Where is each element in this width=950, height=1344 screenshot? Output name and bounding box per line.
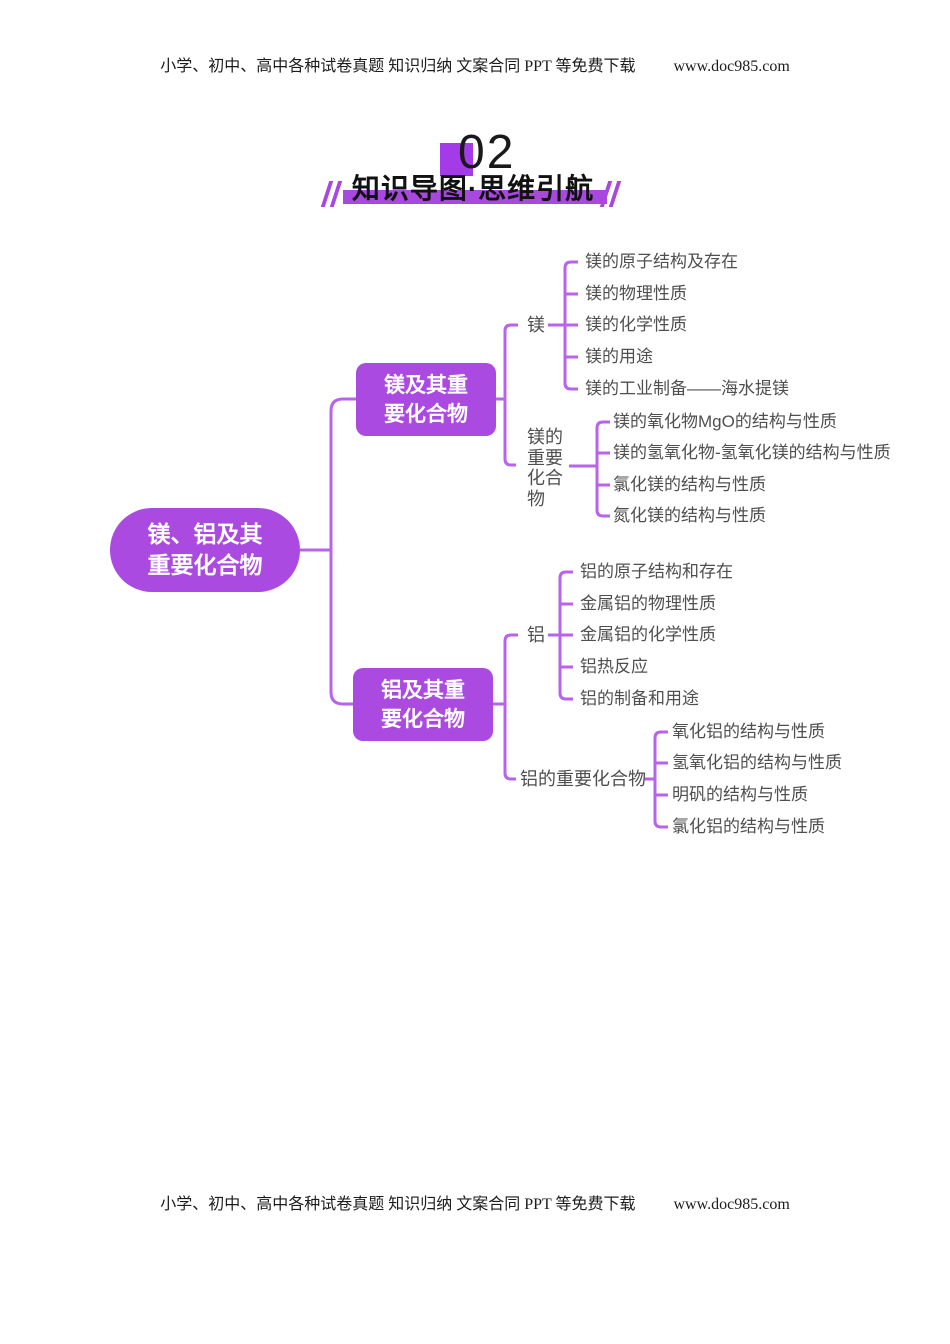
leaf-node: 铝热反应: [580, 657, 648, 676]
branch-node-label: 铝及其重要化合物: [381, 678, 465, 731]
subbranch-label-mg: 镁: [527, 315, 545, 335]
leaf-node: 氯化镁的结构与性质: [613, 475, 766, 494]
leaf-node: 镁的用途: [585, 347, 653, 366]
mindmap-root-node: 镁、铝及其重要化合物: [110, 508, 300, 592]
branch-node-label: 镁及其重要化合物: [384, 373, 468, 426]
leaf-node: 镁的原子结构及存在: [585, 252, 738, 271]
header-watermark-url: www.doc985.com: [673, 58, 790, 75]
leaf-node: 氢氧化铝的结构与性质: [672, 753, 842, 772]
footer-watermark-url: www.doc985.com: [673, 1196, 790, 1213]
leaf-node: 镁的化学性质: [585, 315, 687, 334]
subbranch-label-al-compounds: 铝的重要化合物: [520, 769, 646, 789]
section-number-text: 02: [458, 126, 516, 179]
footer-watermark-text: 小学、初中、高中各种试卷真题 知识归纳 文案合同 PPT 等免费下载: [160, 1196, 636, 1213]
leaf-node: 镁的氧化物MgO的结构与性质: [613, 412, 837, 431]
footer-watermark: 小学、初中、高中各种试卷真题 知识归纳 文案合同 PPT 等免费下载 www.d…: [0, 1190, 950, 1214]
section-number-square: [440, 143, 473, 176]
leaf-node: 金属铝的化学性质: [580, 625, 716, 644]
leaf-node: 铝的制备和用途: [580, 689, 699, 708]
title-underline-bar: [343, 190, 607, 204]
subbranch-label-al: 铝: [527, 625, 545, 645]
subbranch-label-mg-compounds: 镁的重要化合物: [527, 427, 563, 509]
leaf-node: 氯化铝的结构与性质: [672, 817, 825, 836]
leaf-node: 镁的物理性质: [585, 284, 687, 303]
leaf-node: 氧化铝的结构与性质: [672, 722, 825, 741]
leaf-node: 明矾的结构与性质: [672, 785, 808, 804]
header-watermark-text: 小学、初中、高中各种试卷真题 知识归纳 文案合同 PPT 等免费下载: [160, 58, 636, 75]
root-node-label: 镁、铝及其重要化合物: [147, 521, 263, 578]
leaf-node: 金属铝的物理性质: [580, 594, 716, 613]
branch-node-aluminum: 铝及其重要化合物: [353, 668, 493, 741]
leaf-node: 氮化镁的结构与性质: [613, 506, 766, 525]
leaf-node: 镁的工业制备——海水提镁: [585, 379, 789, 398]
leaf-node: 铝的原子结构和存在: [580, 562, 733, 581]
branch-node-magnesium: 镁及其重要化合物: [356, 363, 496, 436]
section-title: 知识导图·思维引航: [320, 172, 621, 212]
header-watermark: 小学、初中、高中各种试卷真题 知识归纳 文案合同 PPT 等免费下载 www.d…: [0, 52, 950, 76]
section-number: 02: [438, 126, 518, 182]
section-title-text: 知识导图·思维引航: [351, 173, 595, 204]
double-slash-icon: [599, 181, 621, 207]
leaf-node: 镁的氢氧化物-氢氧化镁的结构与性质: [613, 443, 891, 462]
